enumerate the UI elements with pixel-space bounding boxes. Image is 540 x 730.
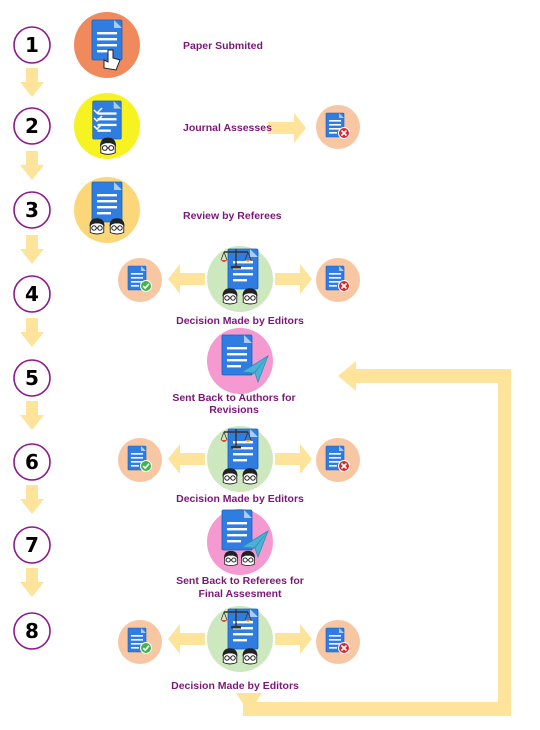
right-arrow (268, 113, 306, 143)
step-number-text: 5 (25, 366, 39, 390)
step-number-text: 2 (25, 114, 39, 138)
step-number-text: 6 (25, 450, 39, 474)
step-number-8: 8 (13, 612, 51, 650)
rejected-document-icon (316, 620, 360, 664)
step-label: Paper Submited (183, 40, 263, 52)
rejected-document-icon (316, 258, 360, 302)
step-number-text: 4 (25, 282, 39, 306)
side-arrows (168, 113, 312, 654)
left-arrow (168, 444, 205, 474)
left-arrow (168, 264, 205, 294)
document-referees-icon (74, 177, 140, 243)
step-label: Decision Made by Editors (176, 493, 304, 505)
down-arrow (20, 68, 44, 97)
step-label-line2: Final Assesment (198, 588, 282, 600)
step-arrows (20, 68, 44, 597)
step-label: Sent Back to Authors for (172, 392, 295, 404)
step-label: Decision Made by Editors (171, 680, 299, 692)
scales-document-editors-icon (207, 246, 273, 312)
document-send-icon (207, 328, 273, 394)
step-number-6: 6 (13, 443, 51, 481)
down-arrow (20, 151, 44, 180)
step-number-text: 7 (25, 533, 39, 557)
scales-document-editors-icon (207, 426, 273, 492)
checklist-reviewer-icon (74, 93, 140, 159)
left-arrow (168, 624, 205, 654)
step-number-3: 3 (13, 191, 51, 229)
down-arrow (20, 318, 44, 347)
step-number-2: 2 (13, 107, 51, 145)
loop-back-arrow (236, 361, 511, 716)
right-arrow (275, 264, 312, 294)
step-number-7: 7 (13, 526, 51, 564)
accepted-document-icon (118, 438, 162, 482)
step-number-5: 5 (13, 359, 51, 397)
step-label: Decision Made by Editors (176, 315, 304, 327)
step-number-4: 4 (13, 275, 51, 313)
right-arrow (275, 624, 312, 654)
step-label: Sent Back to Referees for (176, 575, 304, 587)
step-label: Review by Referees (183, 210, 282, 222)
accepted-document-icon (118, 620, 162, 664)
down-arrow (20, 401, 44, 430)
step-label: Journal Assesses (183, 122, 272, 134)
step-labels: Paper Submited Journal Assesses Review b… (171, 40, 304, 692)
down-arrow (20, 235, 44, 264)
step-numbers: 1 2 3 4 5 6 7 8 (13, 26, 51, 650)
document-send-referees-icon (207, 509, 273, 575)
accepted-document-icon (118, 258, 162, 302)
down-arrow (20, 485, 44, 514)
down-arrow (20, 568, 44, 597)
step-number-1: 1 (13, 26, 51, 64)
step-label-line2: Revisions (209, 404, 259, 416)
scales-document-editors-icon (207, 606, 273, 672)
rejected-document-icon (316, 105, 360, 149)
right-arrow (275, 444, 312, 474)
step-number-text: 1 (25, 33, 39, 57)
document-hand-icon (74, 12, 140, 78)
rejected-document-icon (316, 438, 360, 482)
step-number-text: 3 (25, 198, 39, 222)
step-number-text: 8 (25, 619, 39, 643)
